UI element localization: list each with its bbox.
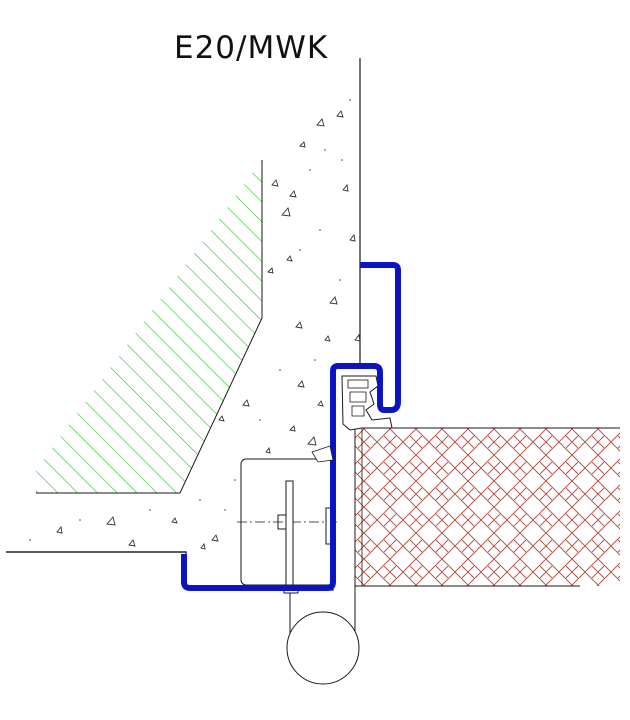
drawing-title: E20/MWK [174, 30, 329, 66]
aggregate-texture [56, 110, 361, 550]
insulation-layer [36, 160, 263, 494]
anchor-plate [237, 458, 340, 592]
rubber-seal [311, 375, 393, 463]
door-leaf [354, 427, 620, 587]
steel-frame-profile [181, 262, 401, 591]
concrete-dots [29, 99, 351, 541]
